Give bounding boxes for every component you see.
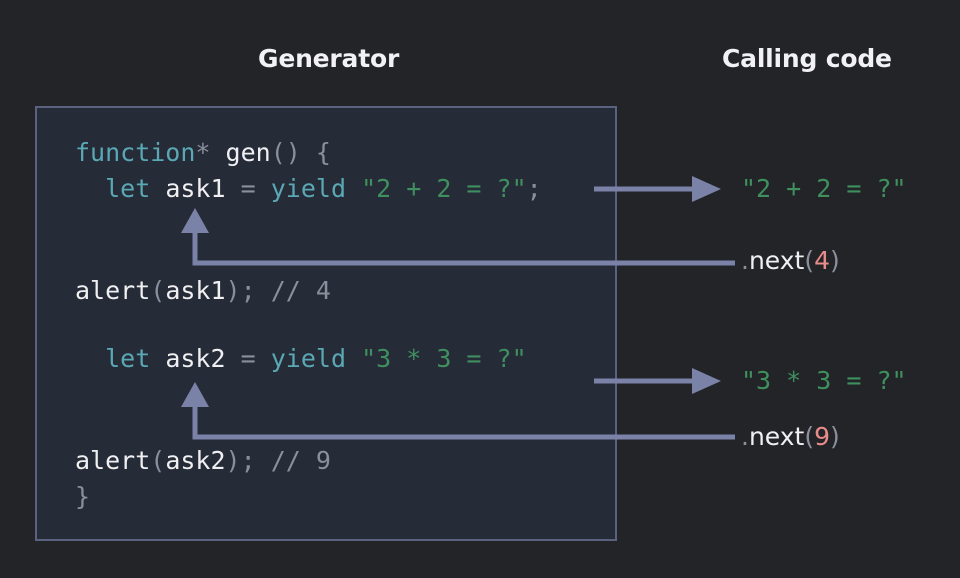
code-line-yield-ask2: let ask2 = yield "3 * 3 = ?" <box>75 346 527 371</box>
token-dot: . <box>741 246 749 275</box>
next-call-1: .next(4) <box>741 248 840 273</box>
token-space <box>256 276 271 305</box>
token-comment: // 9 <box>270 446 331 475</box>
token-variable-ask2: ask2 <box>165 446 226 475</box>
token-space <box>346 344 361 373</box>
token-keyword-yield: yield <box>270 344 346 373</box>
token-argument: 4 <box>814 246 831 275</box>
token-method-next: next <box>748 422 805 451</box>
generator-code-box <box>35 106 617 541</box>
token-close-paren: ) <box>830 246 840 275</box>
token-open-paren: ( <box>804 422 815 451</box>
token-assign: = <box>240 174 256 203</box>
token-space <box>226 174 241 203</box>
yielded-value-2: "3 * 3 = ?" <box>741 366 907 395</box>
yielded-value-1: "2 + 2 = ?" <box>741 174 907 203</box>
token-variable-ask1: ask1 <box>165 174 226 203</box>
column-title-generator: Generator <box>258 44 400 73</box>
code-line-close-brace: } <box>75 484 90 509</box>
token-variable-ask1: ask1 <box>165 276 226 305</box>
token-keyword-let: let <box>105 174 151 203</box>
token-space <box>226 344 241 373</box>
token-space <box>150 174 165 203</box>
token-space <box>301 138 316 167</box>
code-line-yield-ask1: let ask1 = yield "2 + 2 = ?"; <box>75 176 542 201</box>
token-keyword-function: function <box>75 138 196 167</box>
token-method-next: next <box>748 246 805 275</box>
token-comment: // 4 <box>270 276 331 305</box>
token-string-literal: "2 + 2 = ?" <box>361 174 527 203</box>
token-space <box>256 446 271 475</box>
token-indent <box>75 174 105 203</box>
token-function-alert: alert <box>75 446 151 475</box>
token-close-paren: ) <box>830 422 840 451</box>
token-function-alert: alert <box>75 276 151 305</box>
column-title-calling-code: Calling code <box>722 44 892 73</box>
token-dot: . <box>741 422 749 451</box>
token-assign: = <box>240 344 256 373</box>
token-space <box>150 344 165 373</box>
token-close-brace: } <box>75 482 91 511</box>
token-space <box>210 138 225 167</box>
token-indent <box>75 344 105 373</box>
token-open-paren: ( <box>150 446 166 475</box>
code-line-alert-ask1: alert(ask1); // 4 <box>75 278 331 303</box>
token-semicolon: ; <box>240 446 256 475</box>
token-space <box>346 174 361 203</box>
token-argument: 9 <box>814 422 831 451</box>
next-call-2: .next(9) <box>741 424 840 449</box>
token-function-name: gen <box>225 138 271 167</box>
token-open-paren: ( <box>804 246 815 275</box>
token-variable-ask2: ask2 <box>165 344 226 373</box>
token-semicolon: ; <box>526 174 542 203</box>
token-generator-star: * <box>195 138 211 167</box>
token-semicolon: ; <box>240 276 256 305</box>
token-close-paren: ) <box>225 276 241 305</box>
token-keyword-let: let <box>105 344 151 373</box>
code-line-alert-ask2: alert(ask2); // 9 <box>75 448 331 473</box>
code-line-function-declaration: function* gen() { <box>75 140 331 165</box>
token-keyword-yield: yield <box>270 174 346 203</box>
token-parens: () <box>270 138 301 167</box>
token-space <box>256 174 271 203</box>
token-close-paren: ) <box>225 446 241 475</box>
token-open-brace: { <box>315 138 331 167</box>
token-string-literal: "3 * 3 = ?" <box>361 344 527 373</box>
token-open-paren: ( <box>150 276 166 305</box>
token-space <box>256 344 271 373</box>
